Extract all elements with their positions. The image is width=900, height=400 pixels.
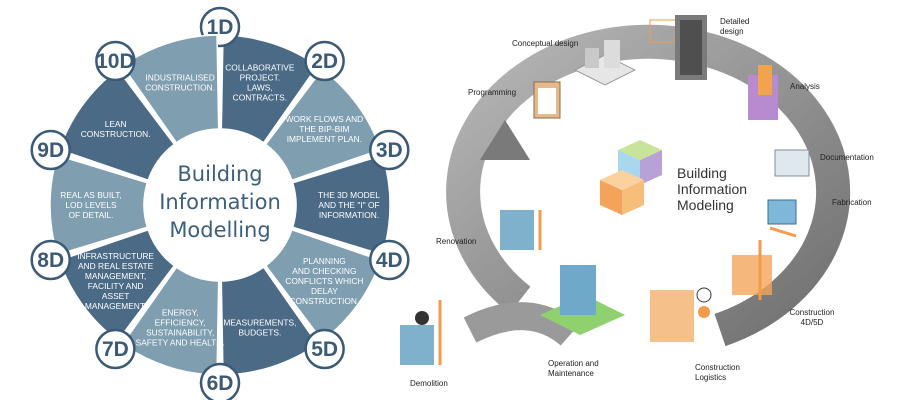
segment-8d-text: LOD LEVELS: [65, 200, 117, 210]
segment-1d-text: CONTRACTS.: [233, 92, 287, 102]
dimension-badge-3d: [369, 129, 410, 171]
dimension-badge-label: 1D: [207, 16, 234, 39]
segment-9d-text: CONSTRUCTION.: [81, 129, 151, 139]
segment-6d-text: SUSTAINABILITY,: [146, 328, 214, 338]
fabrication-icon: [767, 199, 797, 238]
detailed-design-building-icon: [649, 15, 707, 80]
dimension-badge-label: 7D: [102, 338, 129, 361]
segment-7d-text: MANAGEMENT.: [85, 301, 146, 311]
stage-label-demolition: Demolition: [410, 379, 448, 388]
renovation-building-icon: [500, 210, 542, 250]
lifecycle-stage-labels: Conceptual design DetaileddesignProgrammi…: [410, 17, 874, 388]
documentation-icon: [774, 149, 810, 177]
stage-label-construction-logistics: Logistics: [695, 373, 726, 382]
dimension-badge-label: 9D: [37, 139, 64, 162]
segment-2d-text: THE BIP-BIM: [299, 124, 349, 134]
stage-label-construction-logistics: Construction: [695, 363, 740, 372]
stage-label-detailed-design: design: [720, 27, 744, 36]
bim-title-line: Information: [677, 181, 747, 197]
dimension-badge-4d: [369, 239, 410, 281]
wheel-segment-10d: [121, 34, 220, 144]
dimension-badge-label: 8D: [37, 249, 64, 272]
construction-4d5d-building-icon: [732, 240, 772, 300]
segment-4d-text: DELAY: [311, 286, 338, 296]
wheel-center-title: Building: [177, 162, 262, 186]
dimension-badge-8d: [30, 239, 71, 281]
dimension-badge-label: 5D: [311, 338, 338, 361]
segment-6d-text: ENERGY,: [162, 308, 199, 318]
stage-label-operation-maintenance: Operation and: [548, 359, 599, 368]
dimension-badge-label: 4D: [376, 249, 403, 272]
dimension-badge-label: 3D: [376, 139, 403, 162]
dimension-badge-2d: [304, 40, 345, 82]
programming-clipboard-icon: [533, 81, 561, 119]
segment-2d-text: WORK FLOWS AND: [286, 114, 364, 124]
operation-maintenance-building-icon: [540, 265, 625, 335]
bim-title-line: Building: [677, 165, 727, 181]
segment-3d-text: THE 3D MODEL: [318, 190, 380, 200]
segment-6d-text: SAFETY AND HEALTH.: [136, 338, 225, 348]
construction-logistics-building-icon: [650, 287, 712, 342]
segment-2d-text: IMPLEMENT PLAN.: [287, 134, 362, 144]
dimension-badge-label: 10D: [96, 50, 135, 73]
stage-label-construction-4d5d: 4D/5D: [801, 318, 824, 327]
segment-5d-text: MEASUREMENTS,: [223, 318, 296, 328]
segment-8d-text: REAL AS BUILT,: [60, 190, 121, 200]
segment-1d-text: LAWS,: [247, 82, 273, 92]
stage-label-fabrication: Fabrication: [832, 198, 872, 207]
dimension-badge-5d: [304, 328, 345, 370]
wheel-center-title: Modelling: [169, 218, 270, 242]
segment-6d-text: EFFICIENCY,: [155, 318, 206, 328]
dimension-badge-7d: [95, 328, 136, 370]
segment-7d-text: MANAGEMENT,: [85, 271, 146, 281]
stage-label-construction-4d5d: Construction: [790, 308, 835, 317]
bim-cube-logo-icon: [600, 140, 662, 215]
dimension-badge-label: 6D: [207, 372, 234, 395]
segment-3d-text: INFORMATION.: [319, 210, 379, 220]
wheel-center: [146, 131, 294, 279]
segment-5d-text: BUDGETS.: [238, 328, 281, 338]
lifecycle-arrow-head-icon: [480, 120, 530, 160]
segment-10d-text: CONSTRUCTION.: [145, 82, 215, 92]
stage-label-conceptual-design: Conceptual design: [512, 39, 578, 48]
stage-label-analysis: Analysis: [790, 82, 820, 91]
bim-title-line: Modeling: [677, 197, 734, 213]
segment-1d-text: PROJECT.: [240, 72, 280, 82]
segment-9d-text: LEAN: [105, 119, 127, 129]
stage-label-detailed-design: Detailed: [720, 17, 749, 26]
segment-3d-text: AND THE "I" OF: [318, 200, 379, 210]
segment-4d-text: PLANNING: [303, 256, 346, 266]
dimension-badge-6d: [199, 362, 241, 400]
segment-8d-text: OF DETAIL.: [69, 210, 114, 220]
segment-10d-text: INDUSTRIALISED: [145, 72, 214, 82]
lifecycle-arrow-tail: [463, 302, 580, 346]
segment-4d-text: CONFLICTS WHICH: [285, 276, 363, 286]
dimension-badge-10d: [95, 40, 136, 82]
conceptual-design-building-icon: [573, 40, 637, 86]
analysis-building-icon: [748, 65, 778, 120]
wheel-center-title: Information: [159, 190, 281, 214]
segment-7d-text: AND REAL ESTATE: [78, 261, 154, 271]
stage-label-renovation: Renovation: [436, 237, 476, 246]
stage-label-programming: Programming: [468, 88, 516, 97]
demolition-building-icon: [400, 300, 442, 365]
segment-7d-text: FACILITY AND: [88, 281, 144, 291]
stage-label-operation-maintenance: Maintenance: [548, 369, 594, 378]
segment-1d-text: COLLABORATIVE: [225, 62, 295, 72]
segment-7d-text: INFRASTRUCTURE: [77, 251, 154, 261]
segment-7d-text: ASSET: [102, 291, 129, 301]
segment-4d-text: CONSTRUCTION.: [289, 296, 359, 306]
dimension-badge-label: 2D: [311, 50, 338, 73]
dimension-badge-9d: [30, 129, 71, 171]
segment-4d-text: AND CHECKING: [292, 266, 356, 276]
stage-label-documentation: Documentation: [820, 153, 874, 162]
